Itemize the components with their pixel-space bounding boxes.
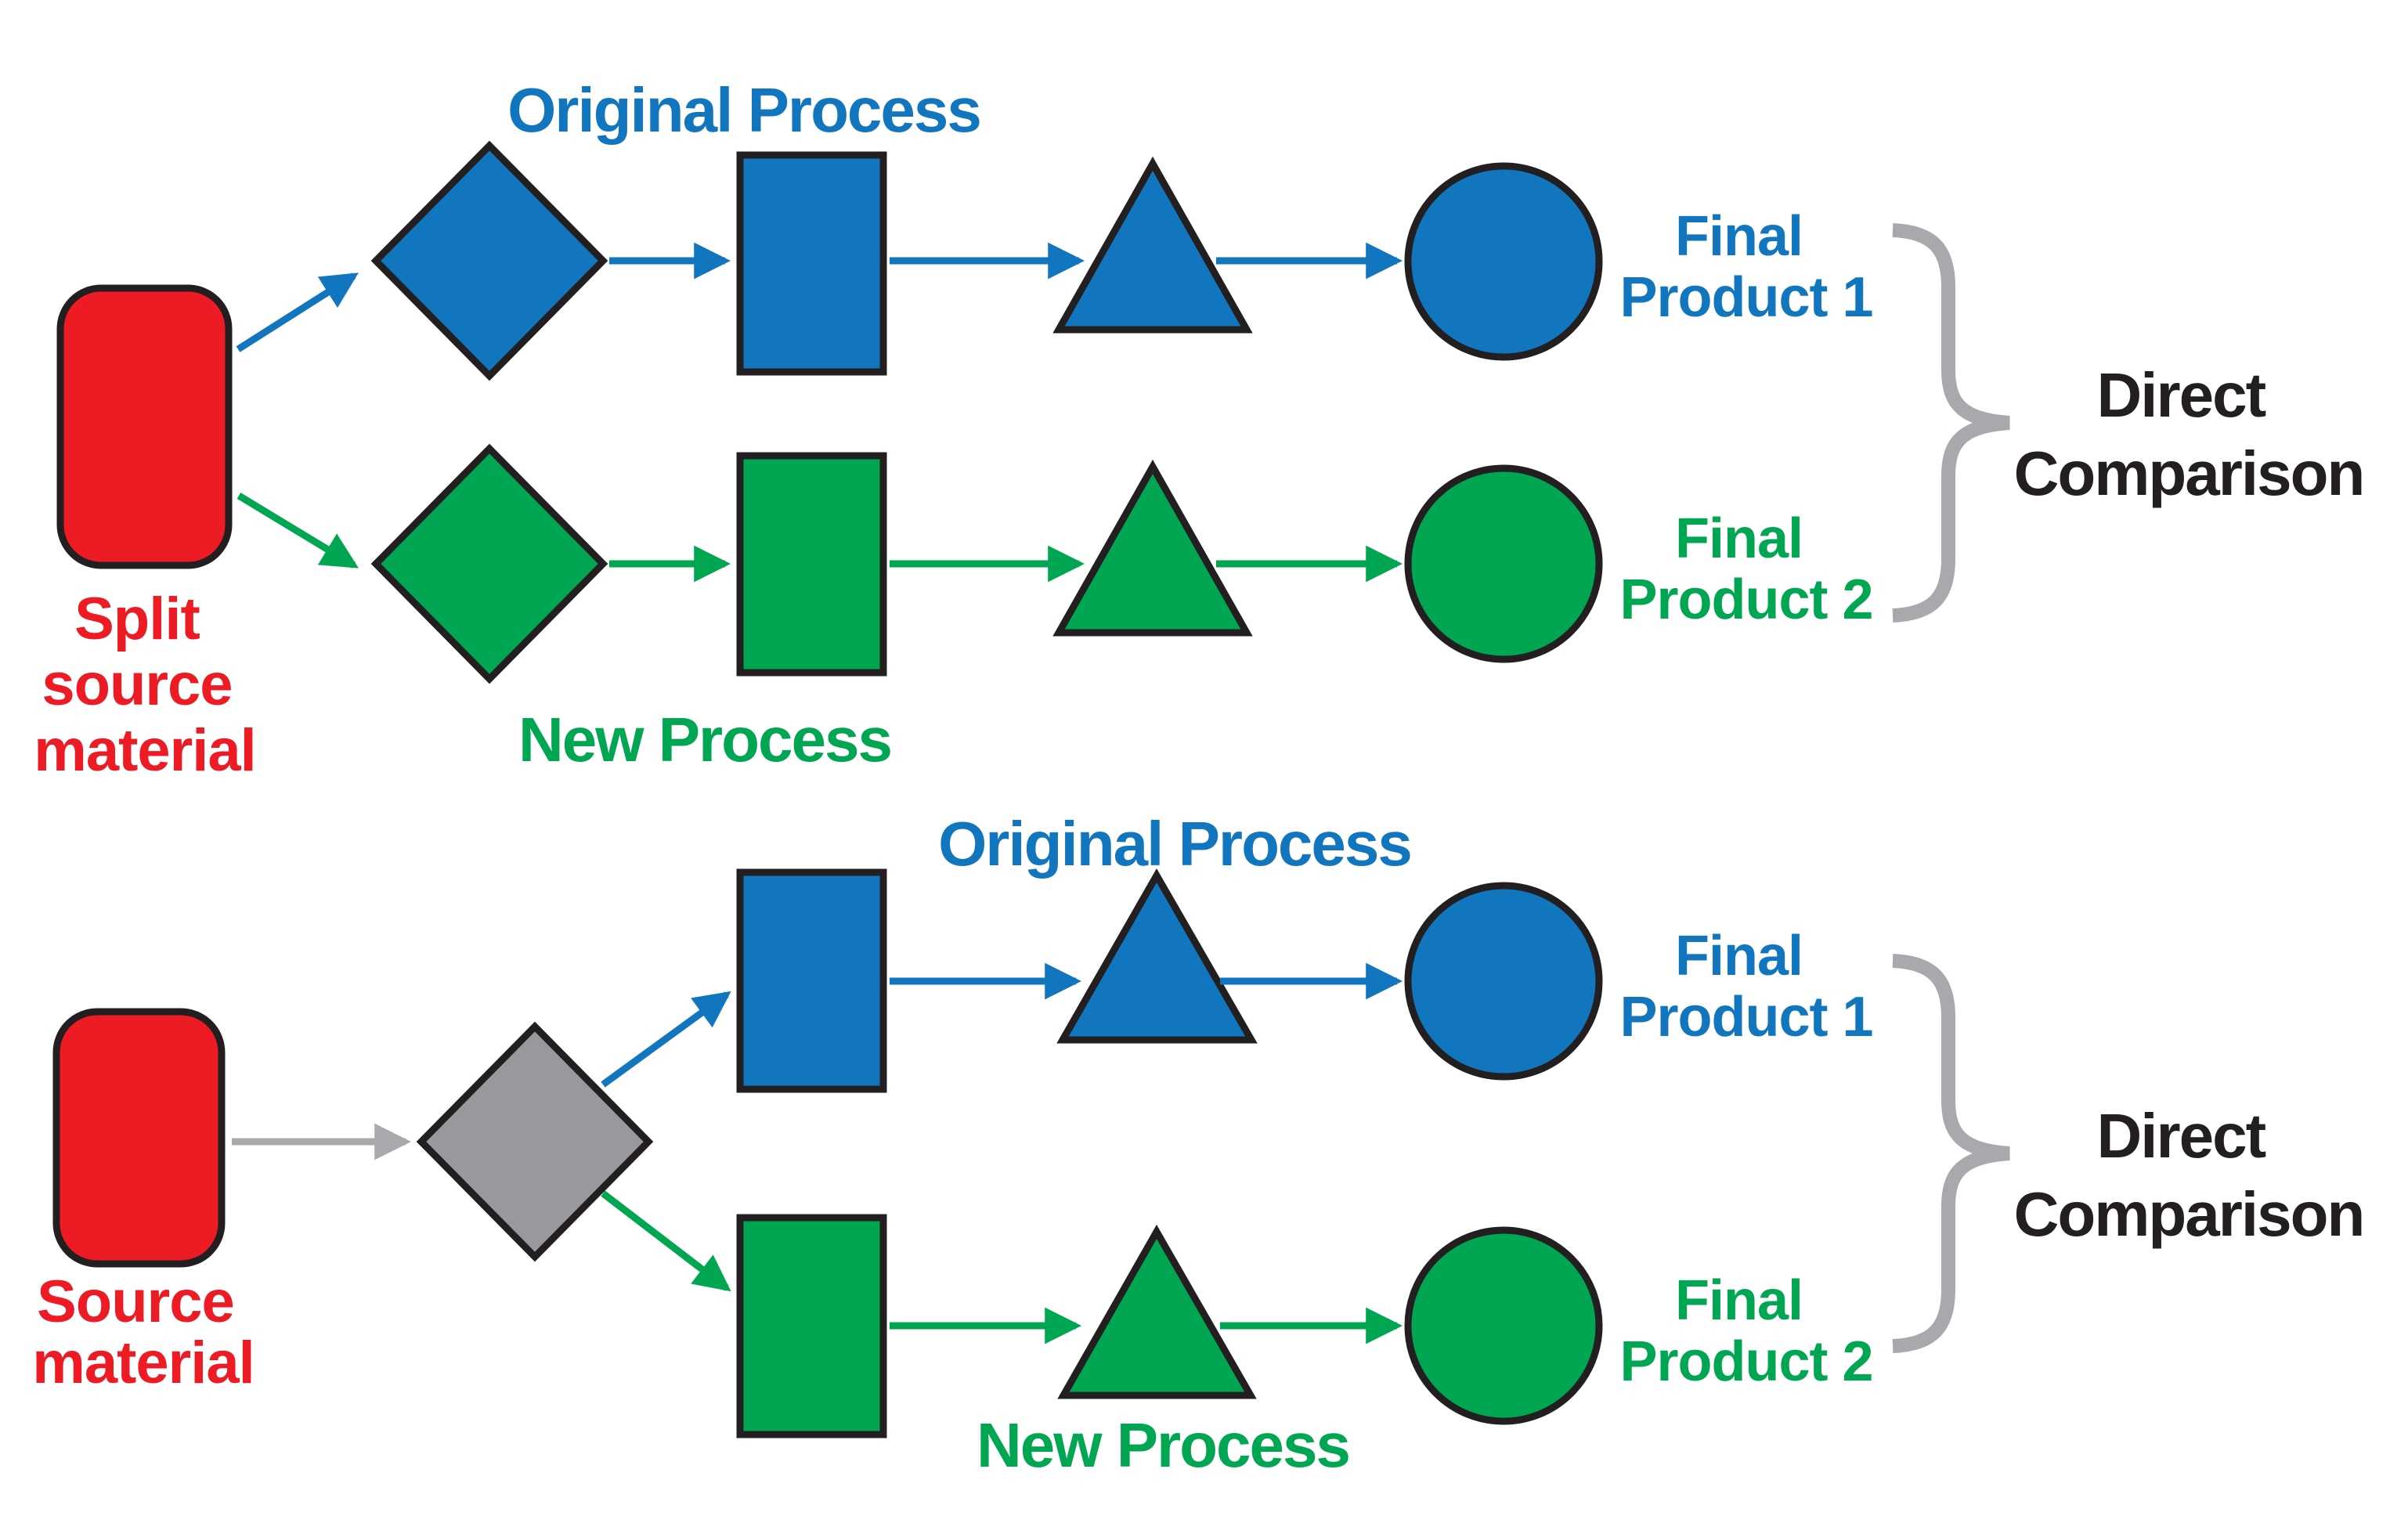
final-product-1-circle-2: [1404, 882, 1603, 1081]
direct-comparison-label: Direct Comparison: [2014, 360, 2364, 508]
new-diamond-step: [370, 443, 608, 684]
split-source-box: [56, 284, 233, 569]
new-triangle-step: [1052, 459, 1253, 637]
new-triangle-step-2: [1057, 1224, 1257, 1399]
comparison-brace-2: [1892, 954, 2010, 1353]
source-label: Source material: [32, 1269, 255, 1396]
split-source-label: Split source material: [34, 586, 256, 784]
original-triangle-step: [1052, 156, 1253, 334]
final-product-2-circle-2: [1404, 1226, 1603, 1425]
branch-arrow-to-original-2: [601, 991, 731, 1088]
new-box-step-2: [736, 1214, 887, 1438]
branch-arrow-to-original: [236, 273, 359, 352]
branch-arrow-to-new: [236, 493, 359, 568]
split-source-diagram: Split source material Original Process N…: [34, 75, 2365, 784]
original-process-title-2: Original Process: [938, 809, 1411, 879]
new-process-title: New Process: [518, 705, 891, 774]
shared-diamond-step: [416, 1021, 654, 1262]
branch-arrow-to-new-2: [601, 1190, 731, 1292]
final-product-1-label: Final Product 1: [1619, 205, 1872, 329]
original-process-title: Original Process: [507, 75, 980, 145]
comparison-brace: [1892, 223, 2010, 623]
direct-comparison-label-2: Direct Comparison: [2014, 1101, 2364, 1249]
original-diamond-step: [370, 140, 608, 381]
final-product-2-circle: [1404, 464, 1603, 663]
original-box-step-2: [736, 868, 887, 1093]
new-process-title-2: New Process: [977, 1410, 1349, 1480]
new-box-step: [736, 452, 887, 677]
final-product-2-label: Final Product 2: [1619, 507, 1872, 631]
original-triangle-step-2: [1056, 868, 1258, 1044]
source-box: [52, 1008, 226, 1268]
single-source-diagram: Source material Original Process New Pro…: [32, 809, 2365, 1480]
final-product-1-label-2: Final Product 1: [1619, 925, 1872, 1049]
final-product-2-label-2: Final Product 2: [1619, 1269, 1872, 1393]
final-product-1-circle: [1404, 162, 1603, 361]
original-box-step: [736, 151, 887, 376]
